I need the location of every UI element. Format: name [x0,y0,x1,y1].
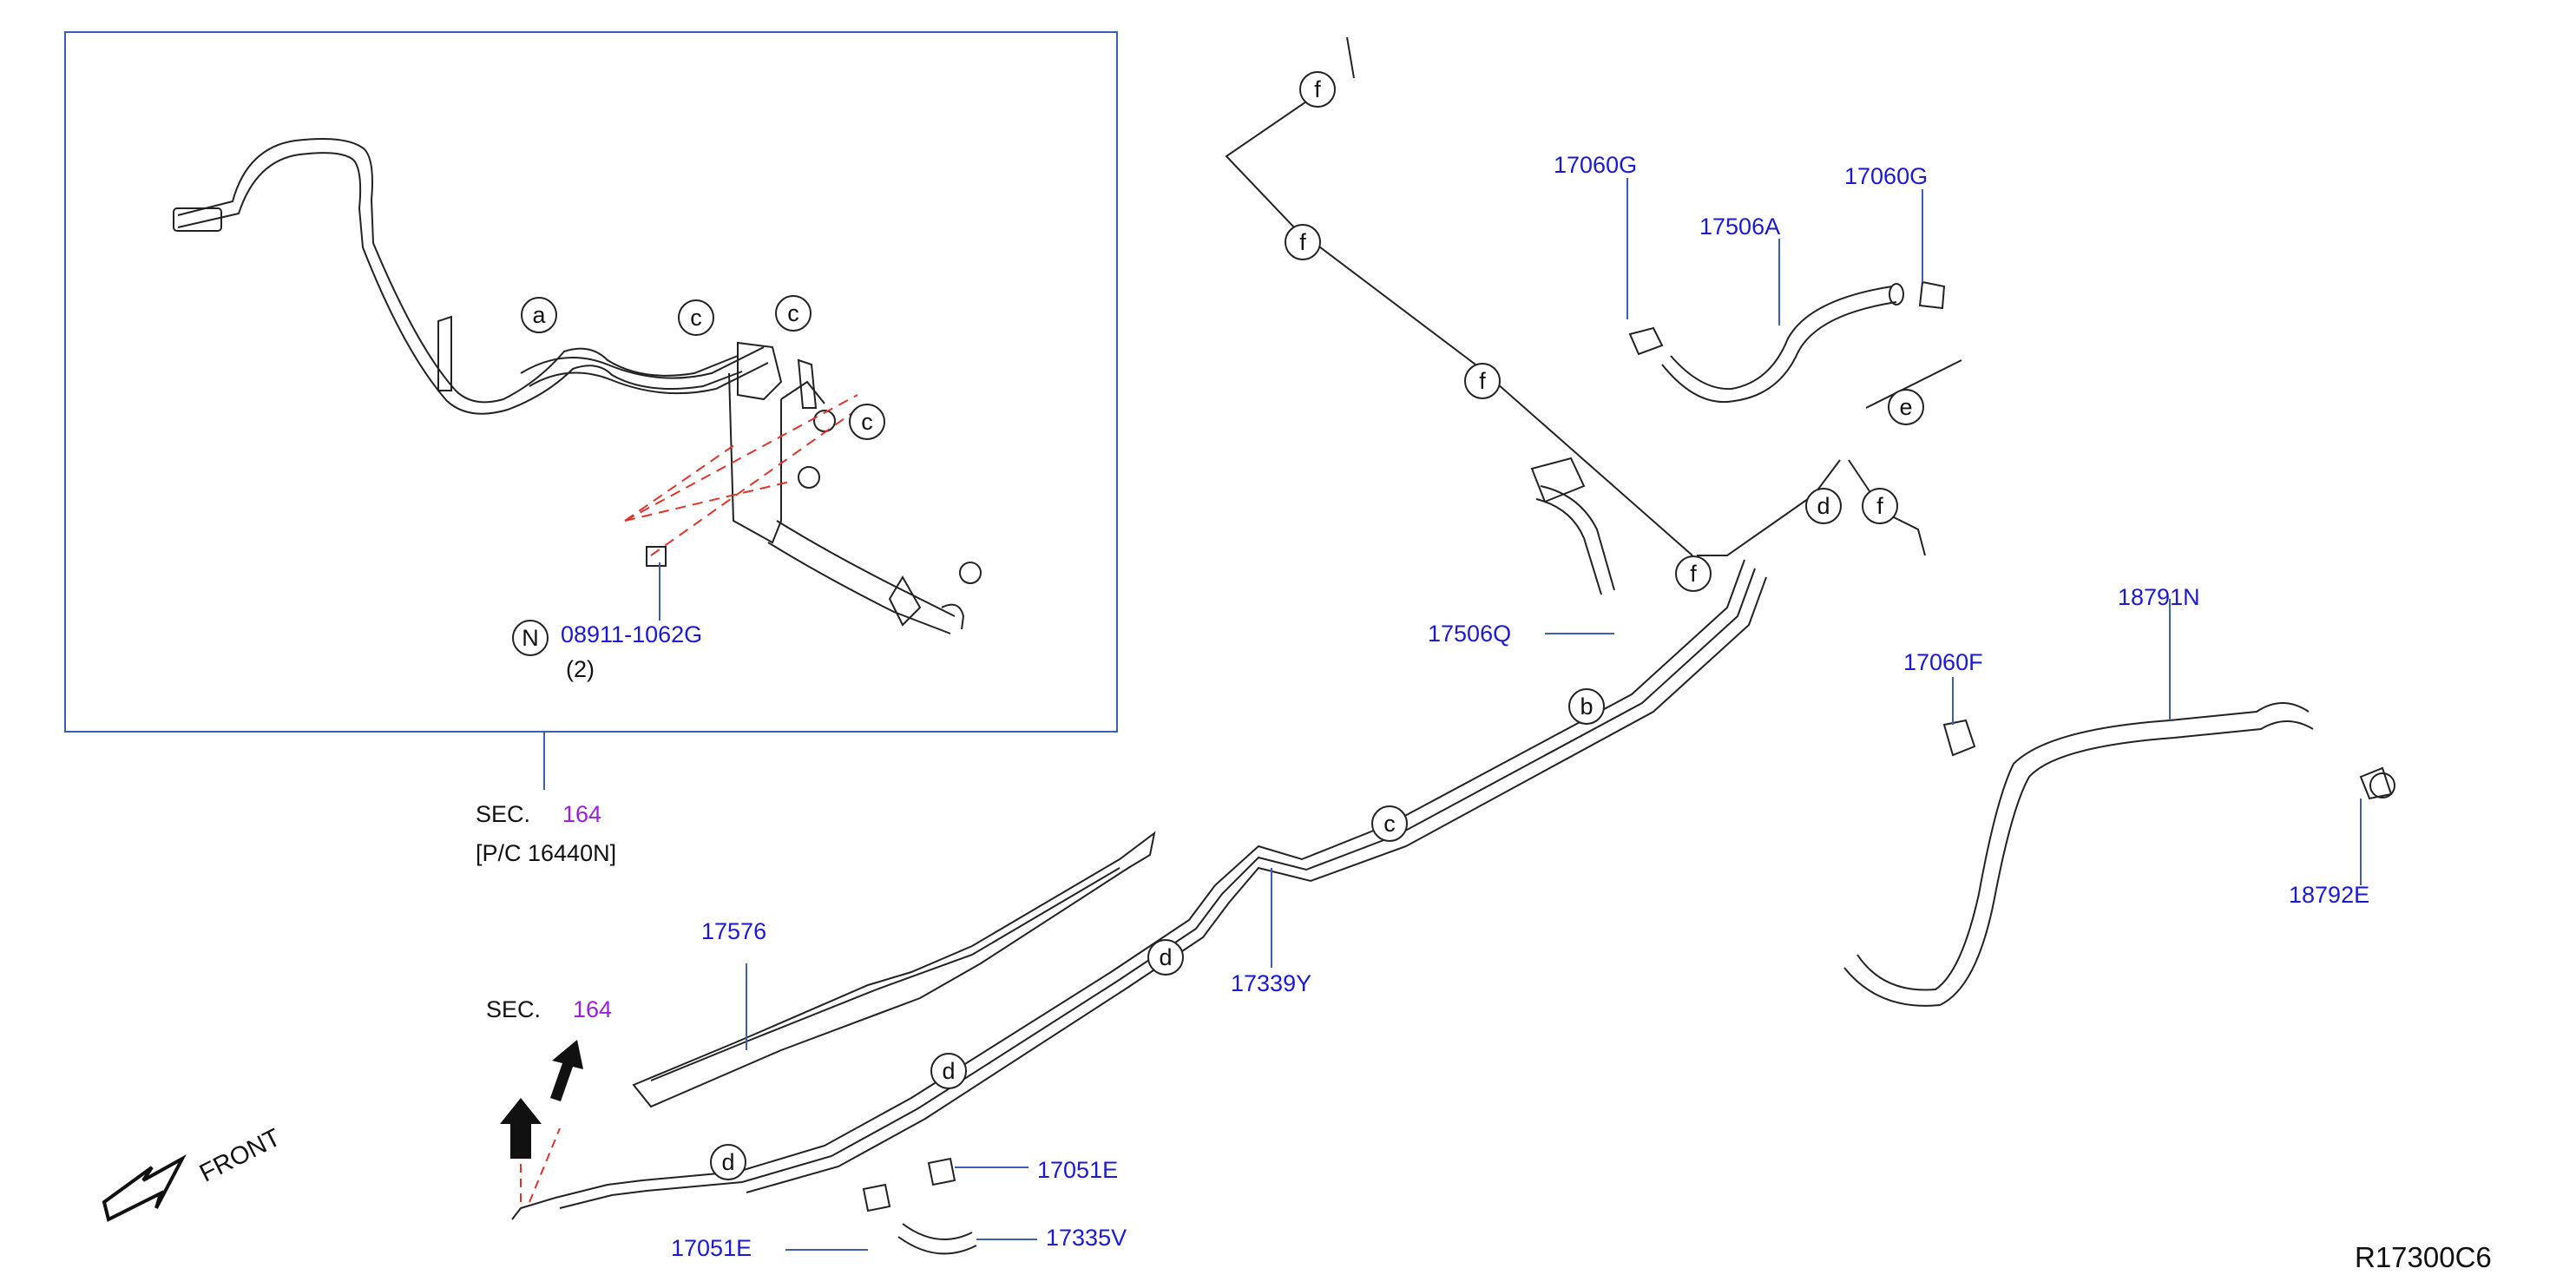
hose-17335V [862,1157,977,1255]
bubble-c-1: c [678,299,714,336]
hose-17506A [1628,280,1946,403]
bubble-f-5: f [1862,488,1898,524]
label-08911-1062G: 08911-1062G [561,621,703,647]
bubble-a: a [521,297,557,333]
bubble-d-2: d [1147,939,1184,976]
label-17060F: 17060F [1903,649,1983,675]
hose-18791N [1843,702,2395,1007]
section-arrows [500,1040,583,1203]
bubble-f-3: f [1464,363,1501,399]
bubble-f-2: f [1285,224,1321,260]
bubble-d-3: d [930,1053,967,1089]
drawing-id: R17300C6 [2355,1241,2492,1273]
bubble-e: e [1888,389,1924,425]
bubble-c-2: c [775,295,812,332]
label-17506Q: 17506Q [1428,621,1512,647]
main-fuel-line [511,559,1767,1220]
bubble-f-1: f [1299,71,1336,108]
bubble-c-4: c [1371,805,1408,842]
bubble-n: N [512,620,549,656]
sec2-number[interactable]: 164 [573,996,613,1022]
label-17060G-right: 17060G [1844,163,1929,189]
front-arrow-icon [102,1153,187,1222]
leaders [746,178,2362,1251]
bubble-b: b [1568,688,1605,725]
inset-box [64,31,1118,733]
sec1-label: SEC. [476,801,531,827]
label-17335V: 17335V [1046,1225,1127,1251]
bubble-c-3: c [849,404,885,440]
label-17506A: 17506A [1699,214,1781,240]
label-qty: (2) [566,656,595,682]
inset-hose-assembly [173,137,982,634]
bracket-17576 [632,831,1156,1108]
inset-guides [624,394,860,556]
sec2-label: SEC. [486,996,542,1022]
label-18792E: 18792E [2289,882,2370,908]
label-17339Y: 17339Y [1231,970,1312,996]
bubble-f-4: f [1675,555,1712,592]
label-17051E-left: 17051E [671,1235,752,1261]
bubble-d-4: d [710,1144,746,1180]
label-17060G-left: 17060G [1554,152,1638,178]
label-18791N: 18791N [2118,584,2200,610]
bubble-d-1: d [1805,488,1842,524]
hose-17506Q [1530,457,1615,595]
label-17051E-right: 17051E [1037,1157,1119,1183]
label-17576: 17576 [701,918,767,944]
pc-reference: [P/C 16440N] [476,840,617,866]
sec1-number[interactable]: 164 [562,801,602,827]
